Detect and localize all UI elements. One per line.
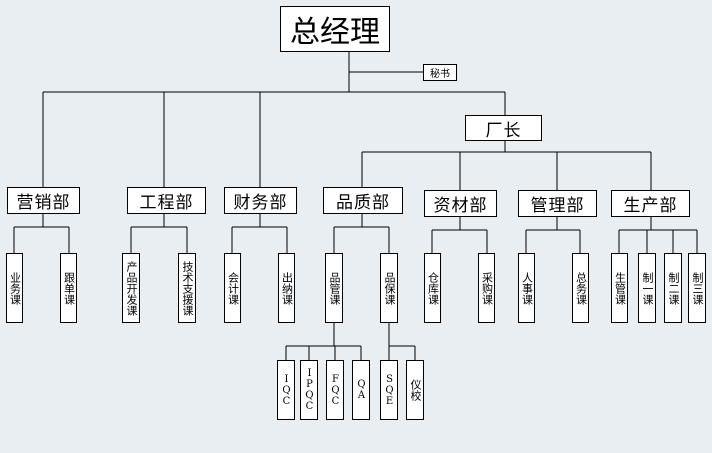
node-label: 总经理 — [290, 15, 380, 50]
node-label: 制二课 — [667, 271, 680, 305]
node-prodmanage: 生管课 — [611, 253, 628, 323]
node-production: 生产部 — [611, 190, 690, 217]
node-followup: 跟单课 — [60, 253, 77, 323]
node-ipqc: IPQC — [300, 360, 318, 420]
node-label: 营销部 — [16, 193, 71, 213]
node-make2: 制二课 — [664, 253, 682, 323]
node-label: 生管课 — [613, 271, 627, 305]
node-label: 技术支援课 — [181, 260, 194, 316]
node-label: 秘书 — [430, 69, 450, 80]
node-label: 生产部 — [623, 196, 678, 216]
node-label: 采购课 — [480, 271, 494, 305]
node-secretary: 秘书 — [423, 64, 457, 81]
node-label: FQC — [330, 373, 341, 407]
node-factory: 厂长 — [465, 115, 542, 141]
node-label: 仓库课 — [426, 271, 440, 305]
node-label: 管理部 — [530, 196, 585, 216]
node-label: IPQC — [304, 368, 315, 412]
node-label: 仪校 — [409, 379, 422, 401]
node-finance: 财务部 — [224, 187, 297, 214]
node-make1: 制一课 — [638, 253, 656, 323]
node-hr: 人事课 — [518, 253, 535, 323]
node-calibration: 仪校 — [406, 360, 424, 420]
node-label: QA — [356, 379, 367, 401]
node-qa: QA — [352, 360, 370, 420]
node-iqc: IQC — [277, 360, 295, 420]
node-label: 人事课 — [520, 271, 534, 305]
node-warehouse: 仓库课 — [424, 253, 441, 323]
node-general: 总务课 — [572, 253, 589, 323]
node-management: 管理部 — [518, 190, 597, 217]
node-label: 制三课 — [691, 271, 704, 305]
node-label: 跟单课 — [62, 271, 76, 305]
node-business: 业务课 — [6, 253, 23, 323]
node-label: 品管课 — [328, 271, 341, 305]
node-fqc: FQC — [326, 360, 344, 420]
node-label: 产品开发课 — [125, 260, 138, 316]
node-quality: 品质部 — [323, 187, 403, 214]
node-label: 工程部 — [139, 193, 194, 213]
node-label: SQE — [384, 373, 395, 407]
node-label: IQC — [281, 373, 292, 407]
node-label: 厂长 — [485, 120, 522, 141]
node-qassure: 品保课 — [380, 253, 398, 323]
node-make3: 制三课 — [688, 253, 706, 323]
node-accounting: 会计课 — [224, 253, 241, 323]
node-ceo: 总经理 — [280, 6, 390, 52]
node-techsupport: 技术支援课 — [178, 253, 196, 323]
node-qmanage: 品管课 — [325, 253, 343, 323]
node-label: 业务课 — [8, 271, 22, 305]
node-cashier: 出纳课 — [278, 253, 295, 323]
node-label: 品保课 — [383, 271, 396, 305]
node-label: 出纳课 — [280, 271, 294, 305]
node-sales: 营销部 — [7, 187, 80, 214]
node-engineering: 工程部 — [127, 187, 206, 214]
node-label: 品质部 — [336, 193, 390, 213]
node-label: 会计课 — [226, 271, 240, 305]
node-productdev: 产品开发课 — [122, 253, 140, 323]
node-label: 财务部 — [233, 193, 288, 213]
node-label: 资材部 — [433, 196, 488, 216]
node-label: 总务课 — [574, 271, 588, 305]
node-label: 制一课 — [641, 271, 654, 305]
node-purchasing: 采购课 — [478, 253, 495, 323]
node-sqe: SQE — [380, 360, 398, 420]
node-materials: 资材部 — [424, 190, 497, 217]
